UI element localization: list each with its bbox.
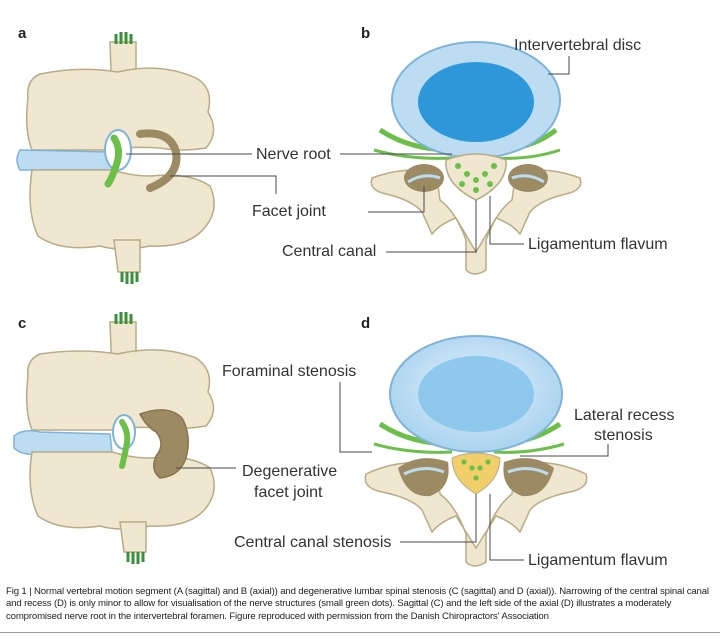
- label-ligamentum-flavum-b: Ligamentum flavum: [528, 236, 668, 253]
- label-degenerative-line2: facet joint: [254, 484, 323, 501]
- panel-letter-b: b: [361, 25, 370, 42]
- label-intervertebral-disc: Intervertebral disc: [514, 37, 641, 54]
- label-lateral-recess-line2: stenosis: [594, 427, 653, 444]
- panel-a-sagittal-normal: [16, 32, 215, 284]
- leader-lines: [126, 56, 609, 561]
- label-lateral-recess-line1: Lateral recess: [574, 407, 675, 424]
- figure-caption: Fig 1 | Normal vertebral motion segment …: [6, 586, 709, 622]
- panel-letter-d: d: [361, 315, 370, 332]
- panel-letter-a: a: [18, 25, 27, 42]
- label-ligamentum-flavum-d: Ligamentum flavum: [528, 552, 668, 569]
- panel-c-sagittal-degenerative: [13, 312, 215, 564]
- label-nerve-root: Nerve root: [256, 146, 331, 163]
- label-central-canal-stenosis: Central canal stenosis: [234, 534, 391, 551]
- label-central-canal: Central canal: [282, 243, 376, 260]
- bottom-rule: [0, 632, 720, 633]
- panel-d-axial-degenerative: [364, 335, 588, 567]
- panel-letter-c: c: [18, 315, 26, 332]
- panel-b-axial-normal: [370, 41, 582, 275]
- label-foraminal-stenosis: Foraminal stenosis: [222, 363, 356, 380]
- label-degenerative-line1: Degenerative: [242, 463, 337, 480]
- label-facet-joint: Facet joint: [252, 203, 326, 220]
